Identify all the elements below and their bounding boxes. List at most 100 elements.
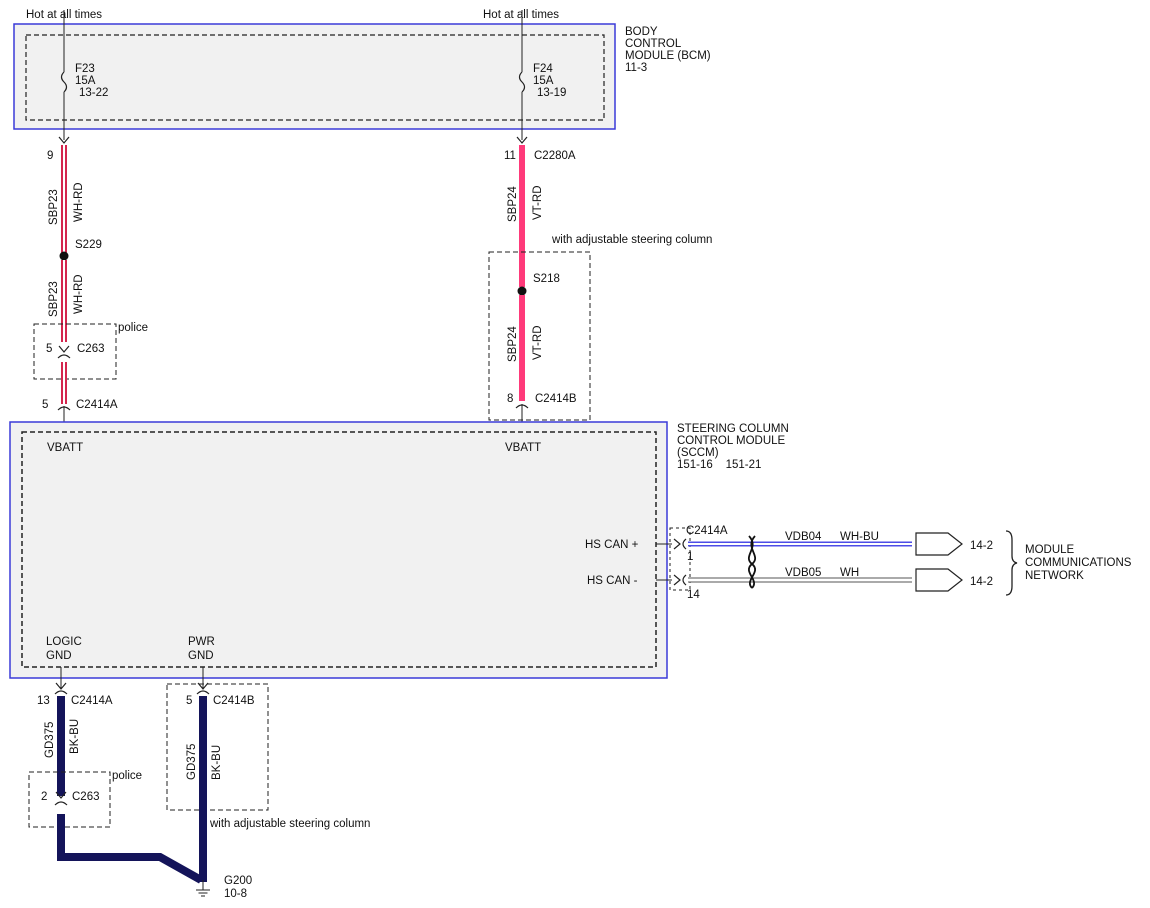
- pwr-gnd-option-box: [166, 683, 269, 811]
- pwr-gnd-connector: C2414B: [213, 695, 255, 707]
- logic-gnd-pin: 13: [37, 695, 50, 707]
- right-pin-top: 11: [504, 150, 516, 162]
- splice-s218-label: S218: [533, 273, 560, 285]
- logic-gnd-connector-symbol: [54, 690, 68, 695]
- twisted-pair-symbol-2: [748, 535, 757, 589]
- right-wire-segment-1: [519, 145, 525, 287]
- can-low-connector-symbol: [682, 574, 687, 586]
- c263-gnd-pin-arrow: [55, 791, 67, 799]
- splice-s229: [59, 251, 69, 261]
- can-connector-dashed-box: [669, 527, 691, 591]
- bcm-outline: [13, 23, 616, 130]
- logic-gnd-pin-arrow: [55, 682, 67, 690]
- can-low-pin-arrow: [673, 574, 681, 586]
- right-conn-top: C2280A: [534, 150, 576, 162]
- can-low-offpage-arrow: [915, 568, 963, 592]
- pwr-gnd-color: BK-BU: [211, 745, 223, 780]
- right-color-2: VT-RD: [532, 326, 544, 361]
- sccm-name-line-1: STEERING COLUMN: [677, 423, 789, 435]
- splice-s218: [517, 286, 527, 296]
- pwr-gnd-connector-symbol: [196, 690, 210, 695]
- fuse-f23-symbol: [60, 71, 68, 93]
- can-low-ref: 14-2: [970, 576, 993, 588]
- left-color-2: WH-RD: [73, 274, 85, 314]
- sccm-vbatt-right: VBATT: [505, 442, 541, 454]
- bcm-pin-11-arrow: [516, 136, 528, 144]
- fuse-f23-ref: 13-22: [79, 87, 108, 99]
- pwr-gnd-option-label: with adjustable steering column: [209, 818, 370, 830]
- left-circuit-1: SBP23: [48, 189, 60, 225]
- bcm-inner-dashed: [25, 34, 605, 121]
- can-connector-name: C2414A: [686, 525, 728, 537]
- fuse-f24-ref: 13-19: [537, 87, 566, 99]
- bcm-pin-9-arrow: [58, 136, 70, 144]
- left-circuit-2: SBP23: [48, 281, 60, 317]
- c2414b-top-name: C2414B: [535, 393, 577, 405]
- sccm-name-line-2: CONTROL MODULE: [677, 435, 786, 447]
- left-wire-segment-2-core: [63, 260, 65, 342]
- bcm-name-line-1: BODY: [625, 26, 658, 38]
- sccm-name-line-3: (SCCM): [677, 447, 719, 459]
- right-wire-segment-2: [519, 295, 525, 401]
- g200-ref: 10-8: [224, 888, 247, 900]
- sccm-inner-dashed: [21, 431, 657, 668]
- c263-connector-symbol: [57, 354, 71, 359]
- fuse-f24-id: F24: [533, 63, 553, 75]
- right-option-label: with adjustable steering column: [551, 234, 712, 246]
- c263-pin: 5: [46, 343, 52, 355]
- can-pin-low: 14: [687, 589, 700, 601]
- right-circuit-1: SBP24: [507, 186, 519, 222]
- bcm-name-line-3: MODULE (BCM): [625, 50, 711, 62]
- logic-gnd-circuit: GD375: [44, 722, 56, 758]
- left-wire-segment-3-core: [63, 362, 65, 404]
- c263-gnd-connector-symbol: [54, 801, 68, 806]
- sccm-logic-gnd-line-1: LOGIC: [46, 636, 82, 648]
- logic-gnd-police-box: [28, 771, 111, 828]
- pwr-gnd-pin-arrow: [197, 682, 209, 690]
- can-low-circuit: VDB05: [785, 567, 821, 579]
- sccm-pwr-gnd-line-2: GND: [188, 650, 214, 662]
- left-police-option-box: [33, 323, 117, 380]
- fuse-f23-id: F23: [75, 63, 95, 75]
- right-color-1: VT-RD: [532, 186, 544, 221]
- c263-gnd-pin: 2: [41, 791, 47, 803]
- fuse-f24-rating: 15A: [533, 75, 554, 87]
- sccm-name-line-4: 151-16 151-21: [677, 459, 761, 471]
- sccm-logic-gnd-line-2: GND: [46, 650, 72, 662]
- can-high-ref: 14-2: [970, 540, 993, 552]
- g200-name: G200: [224, 875, 252, 887]
- sccm-hs-can-low: HS CAN -: [587, 575, 638, 587]
- left-wire-segment-1-core: [63, 145, 65, 255]
- c263-pin-arrow: [58, 345, 70, 353]
- bcm-module: [13, 23, 616, 130]
- can-high-connector-symbol: [682, 538, 687, 550]
- sccm-module: [9, 421, 668, 679]
- can-high-offpage-arrow: [915, 532, 963, 556]
- fuse-f24-symbol: [518, 71, 526, 93]
- can-high-color: WH-BU: [840, 531, 879, 543]
- can-high-pin-arrow: [673, 538, 681, 550]
- c263-gnd-name: C263: [72, 791, 100, 803]
- network-label-line-2: COMMUNICATIONS: [1025, 557, 1132, 569]
- bcm-name-line-2: CONTROL: [625, 38, 682, 50]
- splice-s229-label: S229: [75, 239, 102, 251]
- pwr-gnd-circuit: GD375: [186, 744, 198, 780]
- c2414a-left-name: C2414A: [76, 399, 118, 411]
- logic-gnd-police-label: police: [112, 770, 142, 782]
- left-color-1: WH-RD: [73, 182, 85, 222]
- logic-gnd-wire-1: [57, 696, 65, 796]
- network-label-line-3: NETWORK: [1025, 570, 1084, 582]
- power-source-right-label: Hot at all times: [483, 9, 559, 21]
- logic-gnd-connector: C2414A: [71, 695, 113, 707]
- network-brace: [1005, 530, 1018, 596]
- sccm-vbatt-left: VBATT: [47, 442, 83, 454]
- sccm-pwr-gnd-line-1: PWR: [188, 636, 215, 648]
- logic-gnd-color: BK-BU: [69, 719, 81, 754]
- left-pin-top: 9: [47, 150, 53, 162]
- c2414a-left-pin: 5: [42, 399, 48, 411]
- network-label-line-1: MODULE: [1025, 544, 1075, 556]
- sccm-hs-can-high: HS CAN +: [585, 539, 639, 551]
- can-pin-high: 1: [687, 551, 693, 563]
- left-police-label: police: [118, 322, 148, 334]
